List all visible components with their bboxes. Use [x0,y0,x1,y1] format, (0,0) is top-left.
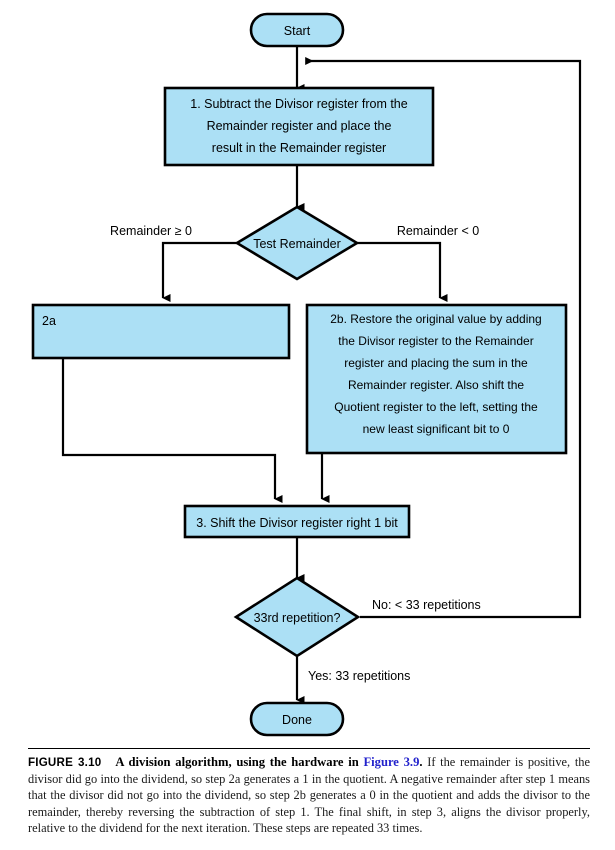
node-step2b-line-1: 2b. Restore the original value by adding [330,312,541,326]
caption-figure-title: A division algorithm, using the hardware… [115,755,359,769]
edge-label-remainder-lt-zero: Remainder < 0 [397,224,479,238]
node-repetition-test-label: 33rd repetition? [254,611,341,625]
node-step2a: 2a [31,303,291,360]
edge-label-no-less-than-33: No: < 33 repetitions [372,598,481,612]
caption-figure-reference-link[interactable]: Figure 3.9 [363,755,420,769]
node-step2a-line-1: 2a [42,314,56,328]
caption-figure-label: FIGURE 3.10 [28,756,102,769]
node-step1-line-2: Remainder register and place the [207,119,392,133]
node-step3: 3. Shift the Divisor register right 1 bi… [183,504,411,539]
connector-test-to-step2a [161,241,239,303]
caption-body: FIGURE 3.10 A division algorithm, using … [28,754,590,837]
connector-loop-back-to-step1 [305,56,582,619]
node-test-remainder-label: Test Remainder [253,237,341,251]
connector-step2a-to-step3 [61,358,283,504]
edge-label-yes-33-repetitions: Yes: 33 repetitions [308,669,410,683]
node-step2b-line-2: the Divisor register to the Remainder [338,334,533,348]
figure-caption: FIGURE 3.10 A division algorithm, using … [28,748,590,837]
node-step1: 1. Subtract the Divisor register from th… [163,86,435,167]
node-start-label: Start [284,24,311,38]
node-step1-line-1: 1. Subtract the Divisor register from th… [190,97,407,111]
node-repetition-test: 33rd repetition? [233,576,361,658]
node-test-remainder: Test Remainder [234,205,360,281]
node-step1-line-3: result in the Remainder register [212,141,386,155]
node-start: Start [249,12,345,48]
node-step2b-line-3: register and placing the sum in the [344,356,528,370]
connector-test-to-step2b [355,241,448,303]
edge-label-remainder-ge-zero: Remainder ≥ 0 [110,224,192,238]
flowchart-diagram: Start 1. Subtract the Divisor register f… [31,12,582,737]
caption-title-terminator: . [419,755,423,769]
node-step2b: 2b. Restore the original value by adding… [305,303,568,455]
node-step2b-line-5: Quotient register to the left, setting t… [334,400,538,414]
node-step3-label: 3. Shift the Divisor register right 1 bi… [196,516,398,530]
node-step2b-line-6: new least significant bit to 0 [363,422,510,436]
caption-divider [28,748,590,749]
caption-description: If the remainder is positive, the diviso… [28,755,590,836]
node-step2b-line-4: Remainder register. Also shift the [348,378,524,392]
node-done: Done [249,701,345,737]
node-done-label: Done [282,713,312,727]
